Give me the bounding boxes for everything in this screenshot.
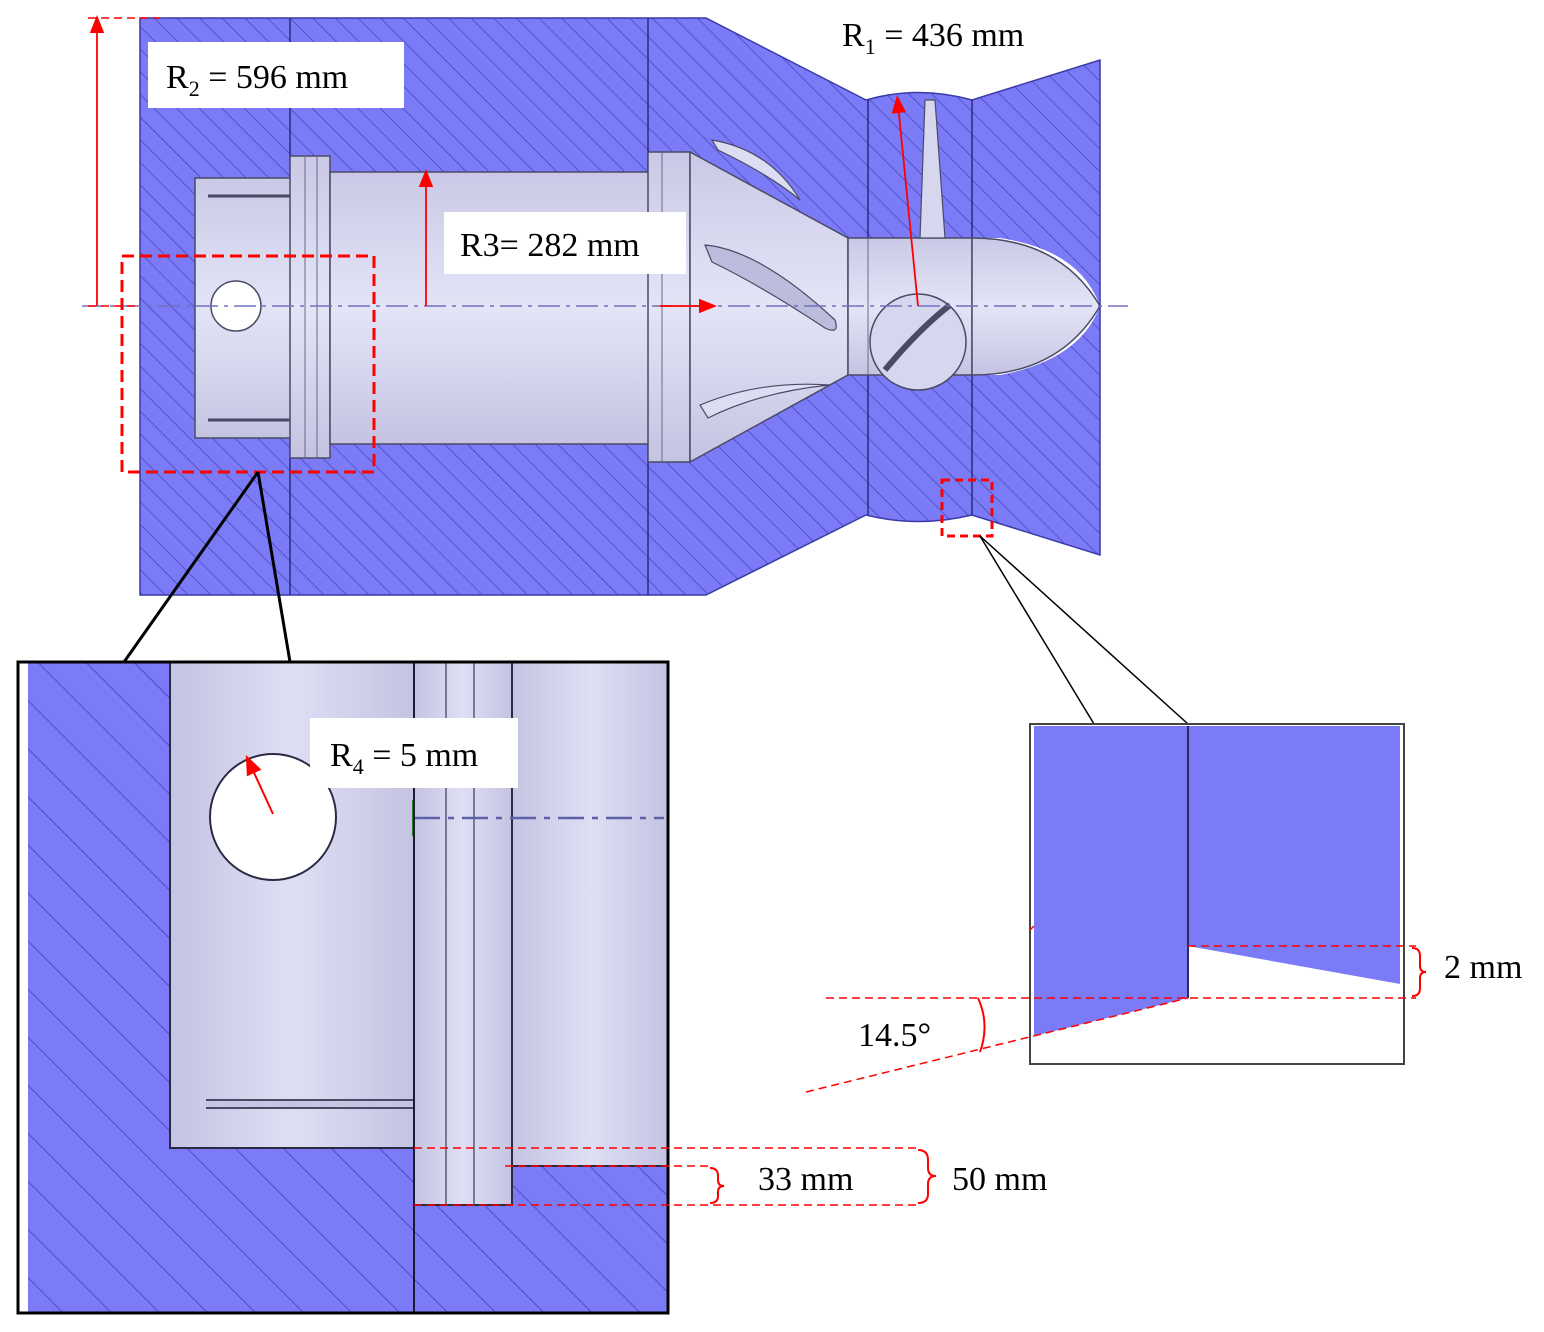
rotor-blade bbox=[919, 99, 946, 239]
callout-line-right-2 bbox=[979, 535, 1189, 725]
dim-2-label: 2 mm bbox=[1444, 949, 1522, 986]
vane-mid bbox=[704, 244, 837, 331]
r2-label: R2 = 596 mm bbox=[166, 59, 348, 101]
angle-line bbox=[805, 997, 1189, 1093]
detail-right-block-right bbox=[1188, 726, 1400, 984]
dim-33-label: 33 mm bbox=[758, 1161, 853, 1198]
angle-arc bbox=[977, 997, 986, 1053]
callout-line-left-2 bbox=[256, 471, 292, 663]
r1-arrow bbox=[891, 95, 919, 307]
r2-label-bg bbox=[148, 42, 404, 108]
detail-hole bbox=[209, 753, 337, 881]
angle-label: 14.5° bbox=[858, 1017, 931, 1054]
vane-low bbox=[699, 383, 831, 419]
vane-top bbox=[710, 139, 801, 201]
detail-view-right bbox=[1029, 723, 1405, 1065]
callout-line-left-1 bbox=[122, 471, 260, 663]
detail-left-frame bbox=[16, 660, 670, 1315]
brace-33 bbox=[709, 1167, 725, 1204]
r1-label: R1 = 436 mm bbox=[842, 17, 1024, 59]
detail-view-left: R4 = 5 mm bbox=[16, 660, 670, 1315]
main-section-view: R2 = 596 mm R3= 282 mm R1 = 436 mm bbox=[82, 15, 1128, 596]
r3-label-bg bbox=[444, 212, 686, 274]
r4-label: R4 = 5 mm bbox=[330, 737, 478, 779]
zoom-box-right bbox=[940, 478, 994, 538]
callout-line-right-1 bbox=[979, 535, 1095, 725]
detail-housing-bottom bbox=[28, 1148, 414, 1313]
brace-2 bbox=[1411, 947, 1427, 997]
brace-50 bbox=[917, 1149, 937, 1204]
detail-right-block-left bbox=[1034, 726, 1188, 1036]
flange-left bbox=[289, 155, 331, 459]
hub-port bbox=[869, 293, 967, 391]
detail-right-frame bbox=[1029, 723, 1405, 1065]
r4-arrow bbox=[245, 754, 274, 815]
flange-right bbox=[647, 151, 691, 463]
detail-housing-bottom-right bbox=[414, 1205, 668, 1313]
zoom-box-left bbox=[120, 254, 376, 474]
dim-50-label: 50 mm bbox=[952, 1161, 1047, 1198]
r4-label-bg bbox=[310, 718, 518, 788]
r3-label: R3= 282 mm bbox=[460, 227, 640, 264]
detail-housing-step bbox=[512, 1166, 668, 1206]
detail-tube bbox=[511, 661, 669, 1167]
